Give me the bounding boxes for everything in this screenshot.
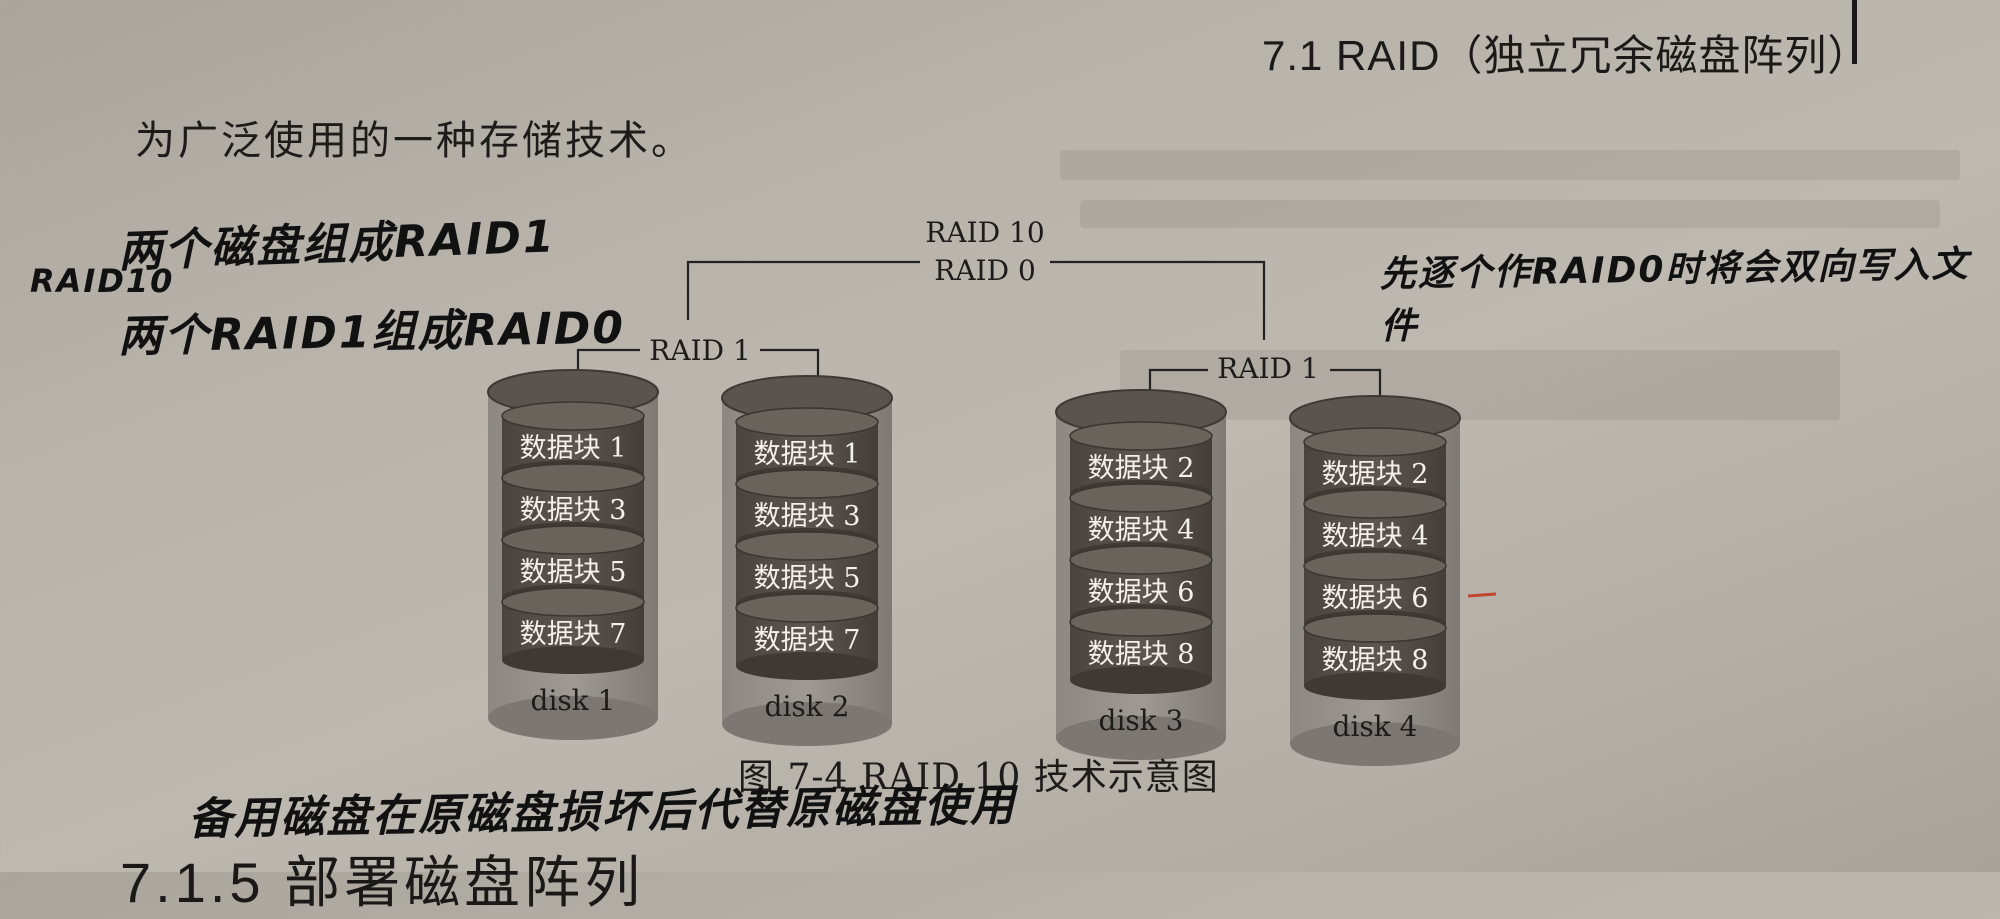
data-block-label: 数据块 8 (1322, 645, 1429, 676)
disk-shell-base (488, 696, 658, 740)
disk-stack-4: 数据块 2 数据块 4 数据块 6 数据块 8 disk 4 (1289, 395, 1461, 766)
disk-label: disk 4 (1333, 710, 1418, 743)
data-block-label: 数据块 1 (754, 439, 861, 470)
disk-stack-3: 数据块 2 数据块 4 数据块 6 数据块 8 disk 3 (1055, 389, 1227, 760)
data-block: 数据块 8 (1069, 607, 1213, 694)
section-heading-fragment: 7.1.5 部署磁盘阵列 (120, 851, 645, 914)
bleed-through-band (1060, 150, 1960, 180)
handwritten-note-raid10-prefix: RAID10 (30, 262, 175, 300)
data-block-label: 数据块 3 (754, 501, 861, 532)
data-block-label: 数据块 2 (1088, 453, 1195, 484)
data-block-label: 数据块 6 (1322, 583, 1429, 614)
disk-stack-1: 数据块 1 数据块 3 数据块 5 数据块 7 disk 1 (487, 369, 659, 740)
data-block-label: 数据块 4 (1322, 521, 1429, 552)
disk-label: disk 2 (765, 690, 850, 723)
data-block-label: 数据块 8 (1088, 639, 1195, 670)
bleed-through-band (1120, 350, 1840, 420)
disk-shell-base (1290, 722, 1460, 766)
data-block: 数据块 8 (1303, 613, 1447, 700)
data-block-label: 数据块 7 (754, 625, 861, 656)
running-head-rule (1852, 0, 1857, 64)
raid10-label: RAID 10 (925, 216, 1044, 249)
bleed-through-band (1080, 200, 1940, 228)
disk-label: disk 3 (1099, 704, 1184, 737)
raid1-group-label: RAID 1 (1217, 352, 1319, 385)
data-block-label: 数据块 3 (520, 495, 627, 526)
figure-caption: 图 7-4 RAID 10 技术示意图 (738, 757, 1219, 798)
data-block: 数据块 7 (501, 587, 645, 674)
disk-shell-base (1056, 716, 1226, 760)
data-block-label: 数据块 1 (520, 433, 627, 464)
body-text: 为广泛使用的一种存储技术。 (135, 118, 694, 164)
data-block: 数据块 7 (735, 593, 879, 680)
data-block-label: 数据块 5 (520, 557, 627, 588)
disk-shell-base (722, 702, 892, 746)
disk-label: disk 1 (531, 684, 616, 717)
data-block-label: 数据块 2 (1322, 459, 1429, 490)
raid1-group-label: RAID 1 (649, 334, 751, 367)
data-block-label: 数据块 4 (1088, 515, 1195, 546)
running-head: 7.1 RAID（独立冗余磁盘阵列） (1262, 32, 1871, 79)
data-block-label: 数据块 7 (520, 619, 627, 650)
raid0-right-connector (1050, 260, 1266, 340)
data-block-label: 数据块 5 (754, 563, 861, 594)
data-block-label: 数据块 6 (1088, 577, 1195, 608)
disk-stack-2: 数据块 1 数据块 3 数据块 5 数据块 7 disk 2 (721, 375, 893, 746)
raid0-label: RAID 0 (934, 254, 1036, 287)
red-pen-mark (1467, 592, 1497, 598)
raid0-left-connector (686, 260, 920, 320)
